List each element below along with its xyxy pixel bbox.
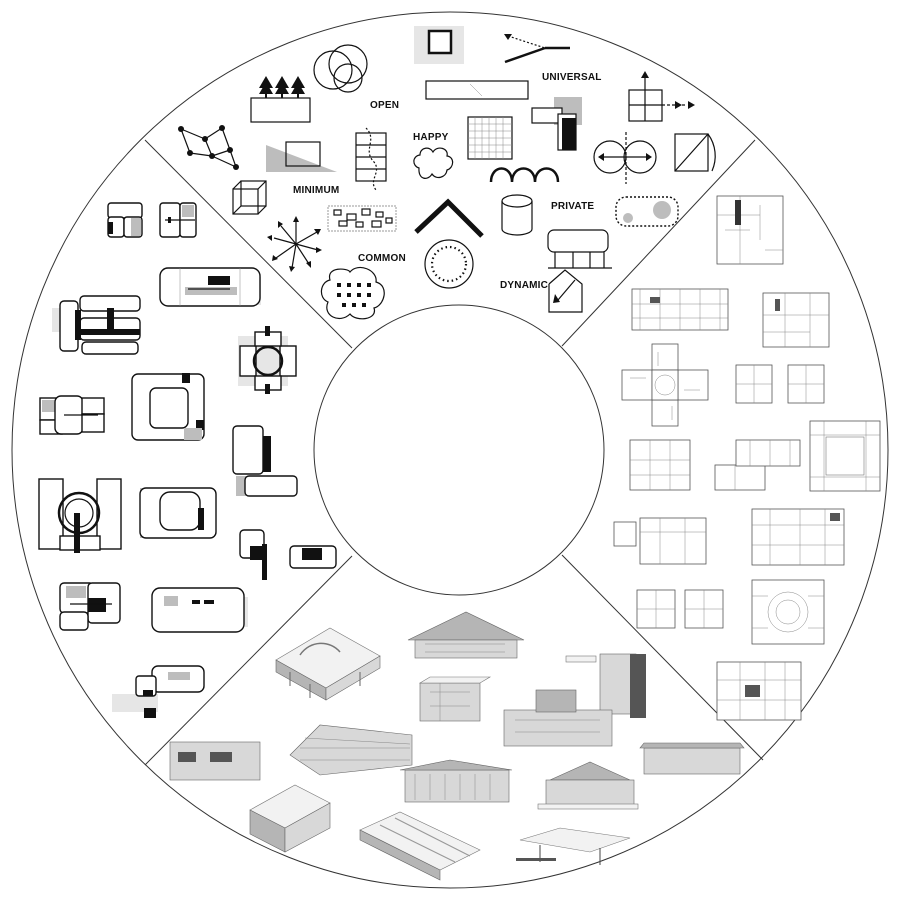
plan-compact [762,292,830,348]
model-box-house [418,676,492,722]
plan-gallery [751,508,845,566]
plan-pavilion [735,439,801,467]
trees-on-box-icon [250,76,311,123]
plan-l-house [629,439,766,491]
dot-grid-blob-icon [320,267,385,320]
quarter-circle-square-icon [674,133,716,172]
model-modernist-house [169,741,261,781]
label-open: OPEN [370,100,399,111]
plan-u-shape [613,517,707,565]
arches-icon [489,167,560,183]
circles-venn-icon [313,44,368,93]
roof-chevron-icon [414,198,484,238]
inner-ring [313,304,605,596]
concept-icons-sector: OPEN UNIVERSAL HAPPY MINIMUM PRIVATE COM… [178,26,716,320]
circles-axis-icon [593,132,657,184]
long-bar-icon [425,80,529,100]
label-happy: HAPPY [413,132,449,143]
cloud-icon [413,147,454,179]
dotted-pill-icon [615,196,679,227]
square-in-grey-icon [414,26,464,64]
house-arrow-icon [548,269,583,313]
plan-grid-small [636,589,724,629]
network-graph-icon [178,125,239,170]
wheel-structure [11,11,889,889]
interlocked-squares-icon [531,97,582,151]
triangle-wedge-icon [266,141,337,172]
divider-bottom-right [561,554,764,761]
cube-icon [232,180,267,215]
plan-courtyard [809,420,881,492]
diagram-clusters [38,202,337,718]
model-glass-house [516,827,631,865]
label-minimum: MINIMUM [293,185,339,196]
plan-large-villa [716,661,802,721]
plan-longhouse [631,288,729,331]
model-villa-pilotis [275,627,381,701]
cylinder-icon [501,194,533,236]
spatial-diagrams-sector [38,202,337,718]
label-dynamic: DYNAMIC [500,280,548,291]
divider-top-left [144,139,353,349]
floor-plans-sector [613,195,881,721]
plan-cross-villa [621,343,709,427]
building-models-sector [169,611,745,881]
model-church [537,761,639,810]
model-gable-house [407,611,525,659]
table-canopy-icon [547,229,612,269]
model-slab-block [289,724,413,776]
divider-top-right [561,139,756,347]
plan-villa-top [716,195,784,265]
divider-bottom-left [144,555,353,766]
model-library [503,689,613,747]
label-universal: UNIVERSAL [542,72,602,83]
plan-small-squares [735,364,825,404]
stair-section-icon [355,127,387,191]
arrows-merge-icon [504,34,570,64]
model-timber-house [399,759,513,803]
grid-icon [467,116,513,160]
model-tower [565,653,646,718]
scattered-rectangles-icon [327,205,397,232]
outer-ring [11,11,889,889]
model-courtyard-block [249,784,331,853]
dotted-ring-icon [424,239,474,289]
label-common: COMMON [358,253,406,264]
radial-arrows-icon [267,216,322,272]
plan-rotunda [751,579,825,645]
model-pavilion [639,742,745,775]
model-barrel-vaults [359,811,481,881]
label-private: PRIVATE [551,201,594,212]
cross-arrows-icon [628,71,695,122]
